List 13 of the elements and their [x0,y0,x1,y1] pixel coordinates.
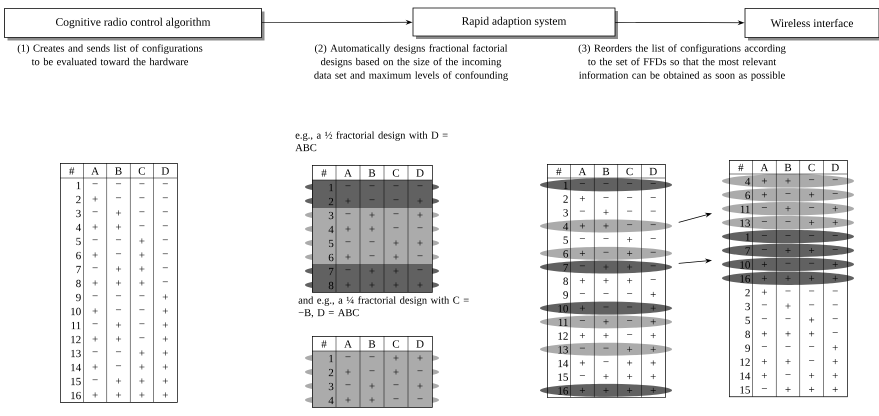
step-description: (3) Reorders the list of configurations according to the set of FFDs so that the most relevant information can be obtained as soon as possible [578,44,786,81]
design-table: # A B C D 1 − − − − 2 + − − − 3 − + − − 4 + + − − 5 − − + − 6 + − + − 7 − + + − 8 + + + − 9 − − − + 10 + − − + 11 − + − + 12 + + − + 13 − − + + 14 + − + + 15 − + + + 16 + + + + [540,164,672,398]
step-description: (1) Creates and sends list of configurations to be evaluated toward the hardware [18,44,202,66]
design-table: # A B C D 4 + + − − 6 + − + − 11 − + − + 13 − − + + 1 − − − − 7 − + + − 10 + − − + 16 + + + + 2 + − − − 3 − + − − 5 − − + − 8 + + + − 9 − − − + 12 + + − + 14 + − + + 15 − + + + [722,160,854,398]
process-box: Wireless interface [744,8,879,40]
note-text: and e.g., a ¼ fractorial design with C = −B, D = ABC [298,296,469,318]
design-table: # A B C D 1 − − − − 2 + − − − 3 − + − − 4 + + − − 5 − − + − 6 + − + − 7 − + + − 8 + + + − 9 − − − + 10 + − − + 11 − + − + 12 + + − + 13 − − + + 14 + − + + 15 − + + + 16 + + + + [60,162,178,403]
note-text: e.g., a ½ fractorial design with D = ABC [295,131,448,152]
process-box: Cognitive radio control algorithm [4,8,264,40]
design-table: # A B C D 1 − − + + 2 + − + − 3 − + − + 4 + + − − [305,336,439,408]
step-description: (2) Automatically designs fractional factorial designs based on the size of the incoming data set and maximum levels of confounding [314,44,508,81]
design-table: # A B C D 1 − − − − 2 + − − + 3 − + − + 4 + + − − 5 − − + + 6 + − + − 7 − + + − 8 + + + + [305,164,439,293]
process-box: Rapid adaption system [412,8,618,39]
